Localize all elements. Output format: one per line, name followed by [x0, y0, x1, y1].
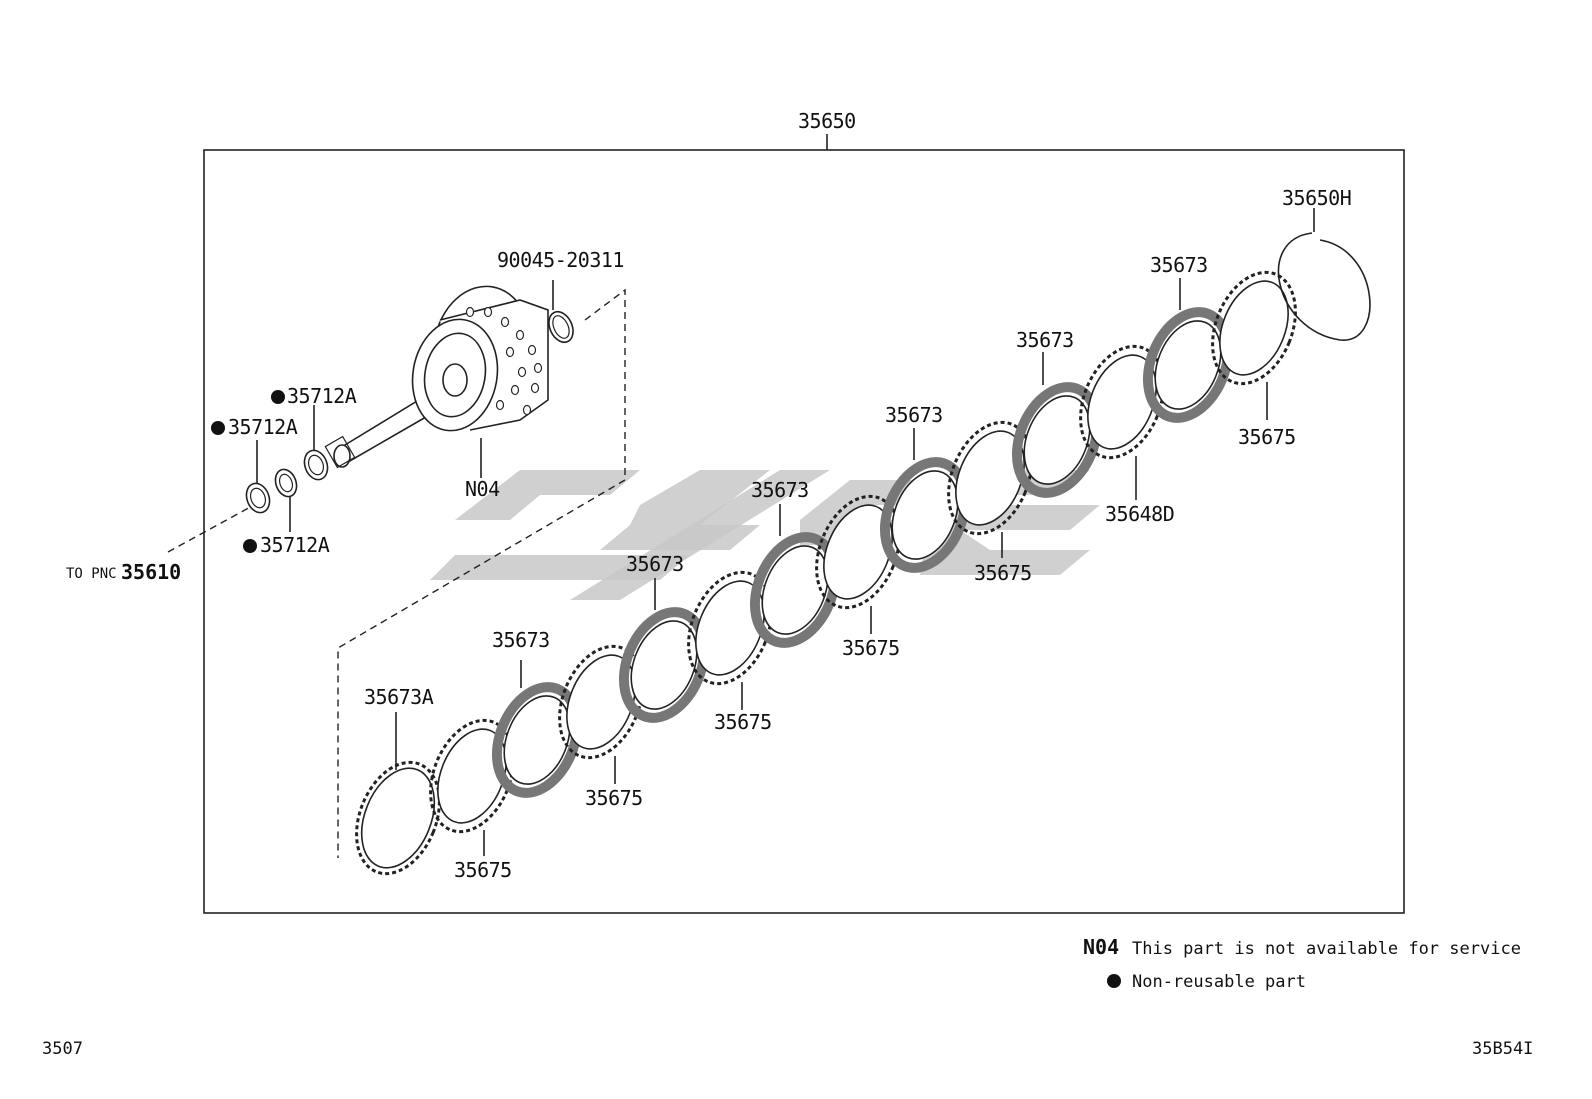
plate-label-4: 35675: [842, 636, 900, 660]
plate-label-2: 35675: [585, 786, 643, 810]
non-reusable-dot: [211, 421, 225, 435]
snap-ring-90045: 90045-20311: [497, 248, 624, 344]
plate-label-3: 35675: [714, 710, 772, 734]
disc-label-4: 35673: [885, 403, 943, 427]
legend-n04-code: N04: [1083, 935, 1119, 959]
bearing-label-2: 35712A: [228, 415, 298, 439]
disc-label-3: 35673: [751, 478, 809, 502]
plate-label-1: 35675: [454, 858, 512, 882]
footer-right-code: 35B54I: [1472, 1039, 1533, 1059]
clutch-drum-n04: N04: [324, 285, 549, 501]
plate-label-5: 35675: [974, 561, 1032, 585]
flange-label: 35648D: [1105, 502, 1174, 526]
to-pnc-prefix: TO PNC: [66, 566, 117, 582]
plate-label-6: 35675: [1238, 425, 1296, 449]
non-reusable-dot: [243, 539, 257, 553]
assembly-frame: [203, 149, 1405, 914]
bearing-label-3: 35712A: [260, 533, 330, 557]
legend-dot-icon: [1107, 974, 1121, 988]
assembly-number: 35650: [798, 109, 856, 133]
bearing-35712a-group: 35712A 35712A 35712A: [211, 384, 357, 557]
legend-dot-text: Non-reusable part: [1132, 972, 1306, 992]
clutch-pack: 35673A 35675 35673 35675 35673 35675 356…: [355, 186, 1371, 882]
retaining-ring-label: 35650H: [1282, 186, 1351, 210]
non-reusable-dot: [271, 390, 285, 404]
footer-left-code: 3507: [42, 1039, 83, 1059]
disc-label-5: 35673: [1016, 328, 1074, 352]
legend: N04 This part is not available for servi…: [1083, 935, 1521, 992]
disc-label-1: 35673: [492, 628, 550, 652]
to-pnc-number: 35610: [121, 560, 181, 584]
disc-label-first: 35673A: [364, 685, 434, 709]
n04-label: N04: [465, 477, 500, 501]
bearing-label-1: 35712A: [287, 384, 357, 408]
disc-label-6: 35673: [1150, 253, 1208, 277]
legend-n04-text: This part is not available for service: [1132, 939, 1521, 959]
disc-label-2: 35673: [626, 552, 684, 576]
snap-ring-label: 90045-20311: [497, 248, 624, 272]
